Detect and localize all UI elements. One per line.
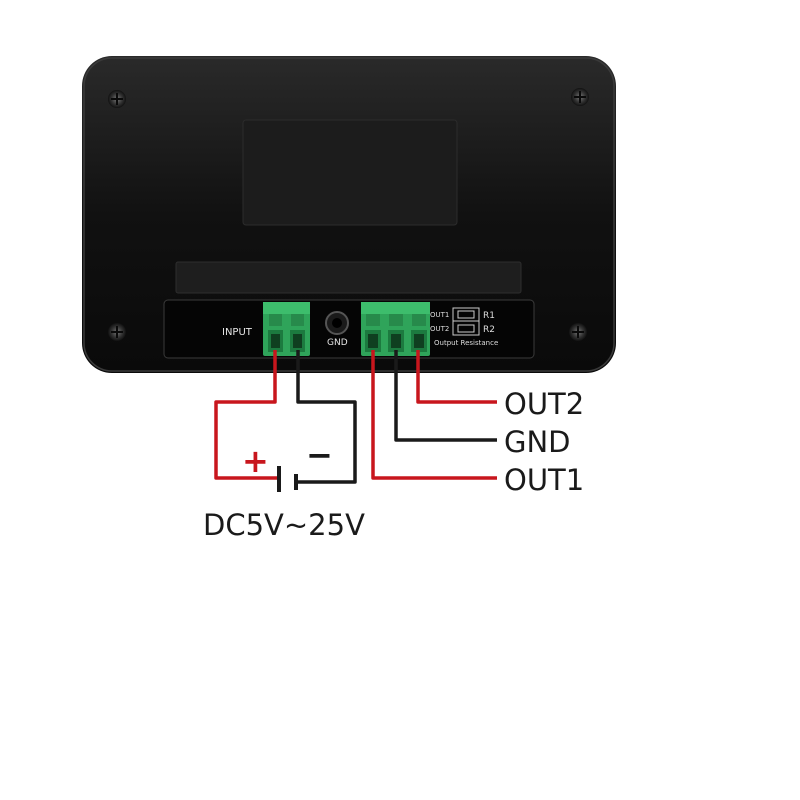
battery-positive-plate — [277, 466, 281, 492]
gnd-jack-label: GND — [327, 338, 348, 348]
input-positive-wire — [214, 350, 277, 480]
screw-icon — [569, 323, 587, 341]
supply-voltage-label: DC5V~25V — [203, 508, 365, 542]
screw-icon — [108, 323, 126, 341]
positive-symbol: + — [242, 442, 269, 480]
output-terminal-block — [361, 302, 430, 356]
input-terminal-block — [263, 302, 310, 356]
resistor-r1-label: R1 — [483, 311, 495, 321]
negative-symbol: − — [306, 436, 333, 474]
gnd-label: GND — [504, 425, 571, 459]
terminal-panel — [163, 299, 535, 359]
input-negative-wire — [296, 350, 357, 484]
display-window — [242, 119, 458, 226]
battery-negative-plate — [294, 474, 298, 490]
out1-label: OUT1 — [504, 463, 584, 497]
case-slot — [175, 261, 522, 294]
out1-wire — [371, 350, 497, 480]
resistor-diagram: OUT1 OUT2 R1 R2 Output Resistance — [430, 307, 498, 347]
resistor-out2-label: OUT2 — [430, 325, 449, 333]
gnd-wire — [394, 350, 497, 442]
gnd-jack — [325, 311, 349, 335]
input-label: INPUT — [222, 327, 253, 338]
out2-label: OUT2 — [504, 387, 584, 421]
out2-wire — [416, 350, 497, 404]
output-resistance-label: Output Resistance — [434, 339, 498, 347]
screw-icon — [108, 90, 126, 108]
resistor-r2-label: R2 — [483, 325, 495, 335]
resistor-out1-label: OUT1 — [430, 311, 449, 319]
screw-icon — [571, 88, 589, 106]
